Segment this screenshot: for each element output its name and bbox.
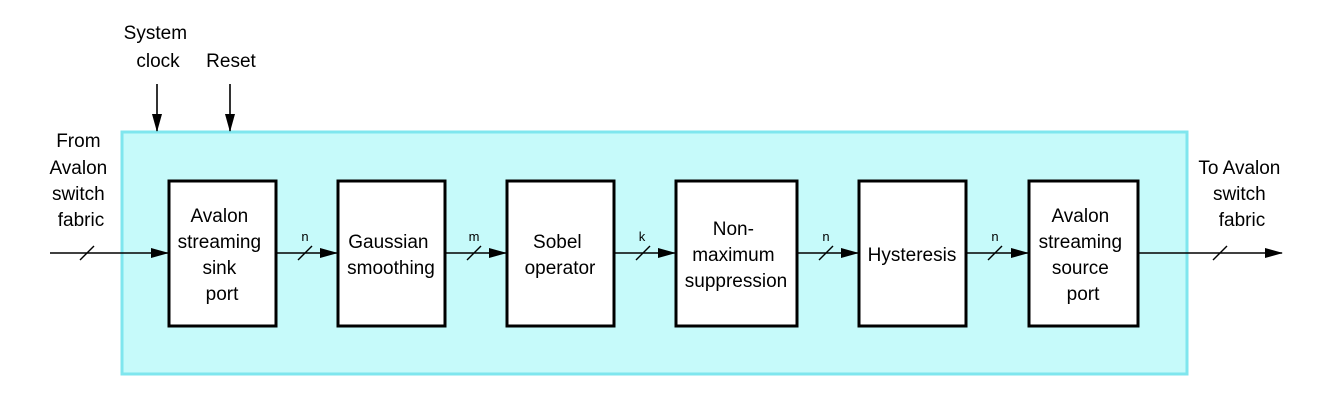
from-fabric-label: From Avalon switch fabric [49,131,112,231]
bus-hysteresis-to-source: n [967,229,1029,261]
block-box [857,179,968,328]
bus-width-label: n [822,229,829,244]
system-clock-label-line: System [124,23,187,44]
processing-block-sobel: Sobel operator [505,179,616,328]
block-label-line: source [1052,258,1109,279]
processing-block-gaussian: Gaussian smoothing [336,179,447,328]
reset-label: Reset [206,51,256,72]
block-label-line: Non- [713,219,754,240]
system-clock-label-line: clock [136,51,180,72]
block-label-line: Hysteresis [868,245,957,266]
block-box [505,179,616,328]
processing-block-source: Avalon streaming source port [1027,179,1140,328]
bus-width-label: k [639,229,646,244]
block-label-line: port [206,284,239,305]
block-label-line: suppression [685,271,787,292]
block-box [1027,179,1140,328]
block-label-line: Sobel [533,232,582,253]
processing-block-hysteresis: Hysteresis [857,179,968,328]
reset-input: Reset [206,51,257,132]
bus-width-label: n [991,229,998,244]
to-fabric-label-line: fabric [1219,210,1265,231]
block-label: Gaussian smoothing [347,232,435,279]
processing-block-sink: Avalon streaming sink port [167,179,278,328]
block-label-line: Avalon [1051,206,1109,227]
block-label-line: operator [525,258,596,279]
bus-gaussian-to-sobel: m [446,229,507,261]
input-stream-wire [50,245,169,261]
block-label: Sobel operator [525,232,596,279]
from-fabric-label-line: fabric [58,210,104,231]
block-box [167,179,278,328]
block-label: Non- maximum suppression [685,219,787,292]
from-fabric-label-line: switch [52,184,105,205]
block-label-line: Gaussian [348,232,428,253]
block-label: Avalon streaming source port [1039,206,1128,305]
block-label-line: smoothing [347,258,435,279]
block-box [674,179,799,328]
block-label-line: streaming [1039,232,1122,253]
bus-width-label: n [301,229,308,244]
to-fabric-label: To Avalon switch fabric [1198,158,1285,231]
block-label: Avalon streaming sink port [178,206,267,305]
bus-sink-to-gaussian: n [277,229,338,261]
system-clock-label: System clock [124,23,193,72]
from-fabric-label-line: From [56,131,100,152]
from-fabric-label-line: Avalon [49,158,107,179]
processing-block-nms: Non- maximum suppression [674,179,799,328]
bus-nms-to-hysteresis: n [798,229,859,261]
bus-width-label: m [469,229,480,244]
block-box [336,179,447,328]
system-clock-input: System clock [124,23,193,132]
block-label-line: sink [202,258,236,279]
bus-sobel-to-nms: k [615,229,676,261]
block-label: Hysteresis [868,245,957,266]
output-stream-wire [1138,245,1283,261]
block-label-line: Avalon [190,206,248,227]
block-label-line: streaming [178,232,261,253]
reset-label-line: Reset [206,51,256,72]
to-fabric-label-line: To Avalon [1198,158,1280,179]
to-fabric-label-line: switch [1213,184,1266,205]
block-label-line: maximum [692,245,774,266]
block-label-line: port [1067,284,1100,305]
